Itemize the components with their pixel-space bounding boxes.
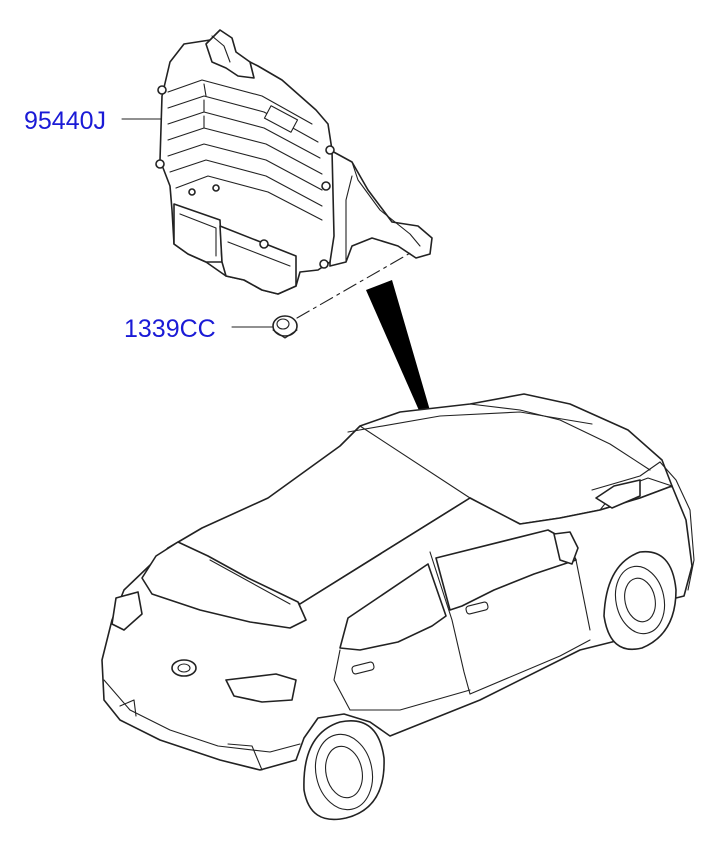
rear-wheel xyxy=(303,720,385,821)
vehicle-outline xyxy=(101,393,695,821)
rear-window xyxy=(141,541,307,629)
ecu-connector-top xyxy=(205,29,255,79)
screw-icon xyxy=(259,239,269,249)
callout-1339cc[interactable]: 1339CC xyxy=(124,315,273,343)
brand-emblem xyxy=(171,659,197,677)
mounting-bracket xyxy=(329,149,433,267)
callout-label-1339cc[interactable]: 1339CC xyxy=(124,315,216,343)
front-wheel xyxy=(603,550,677,650)
screw-icon xyxy=(212,184,220,192)
door-handle xyxy=(465,601,489,615)
door-handle xyxy=(351,661,375,675)
assembly-line xyxy=(296,251,413,319)
ecu-connector-bottom xyxy=(173,203,223,263)
location-pointer-arrow xyxy=(366,280,438,440)
ecu-module xyxy=(155,29,433,295)
flange-nut xyxy=(272,315,298,339)
callout-95440j[interactable]: 95440J xyxy=(24,107,173,135)
screw-icon xyxy=(188,188,196,196)
screw-icon xyxy=(157,85,167,95)
rear-side-window xyxy=(339,563,447,651)
tail-lamp xyxy=(225,673,297,703)
screw-icon xyxy=(325,145,335,155)
screw-icon xyxy=(155,159,165,169)
callout-label-95440j[interactable]: 95440J xyxy=(24,107,106,135)
screw-icon xyxy=(321,181,331,191)
side-mirror xyxy=(553,531,579,565)
screw-icon xyxy=(319,259,329,269)
